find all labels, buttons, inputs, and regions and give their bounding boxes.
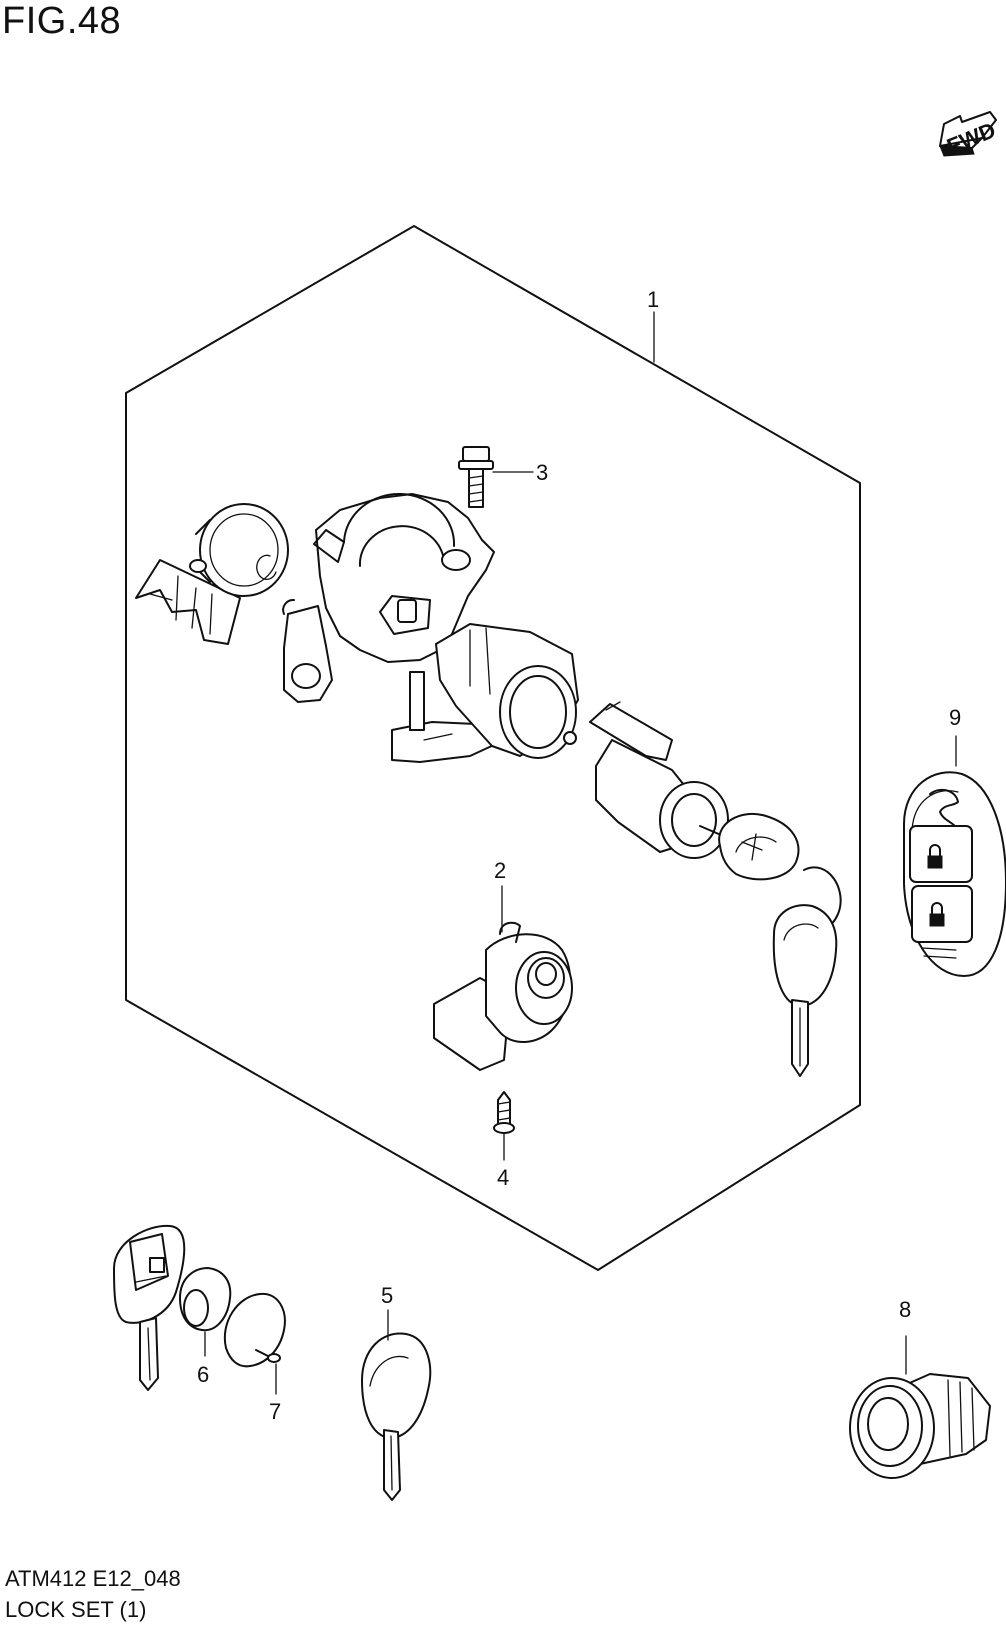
unlock-icon — [929, 913, 945, 927]
figure-title: FIG.48 — [2, 0, 122, 42]
transponder-part-6 — [179, 1267, 232, 1332]
callout-6: 6 — [197, 1362, 209, 1387]
door-lock-cylinder — [589, 701, 842, 1077]
key-cover-part-7 — [223, 1292, 286, 1368]
figure-code: ATM412 E12_048 — [5, 1566, 181, 1591]
lock-icon — [927, 855, 943, 869]
assembly-boundary — [125, 225, 861, 1271]
ignition-lock-body — [135, 493, 579, 763]
fwd-arrow-icon: FWD — [939, 111, 999, 159]
callout-7: 7 — [269, 1399, 281, 1424]
figure-name: LOCK SET (1) — [5, 1597, 147, 1622]
lock-cylinder-part-8 — [849, 1373, 991, 1479]
callout-3: 3 — [536, 460, 548, 485]
bolt-part-3 — [458, 446, 494, 508]
callout-4: 4 — [497, 1165, 509, 1190]
callout-8: 8 — [899, 1297, 911, 1322]
callout-1: 1 — [647, 287, 659, 312]
callout-5: 5 — [381, 1283, 393, 1308]
callout-2: 2 — [494, 858, 506, 883]
key-part-5 — [361, 1332, 432, 1501]
smart-key-fob-part-9 — [903, 771, 1006, 977]
screw-part-4 — [493, 1091, 515, 1134]
key-with-plate — [113, 1224, 186, 1391]
callout-9: 9 — [949, 705, 961, 730]
lock-housing-part-2 — [433, 921, 573, 1071]
